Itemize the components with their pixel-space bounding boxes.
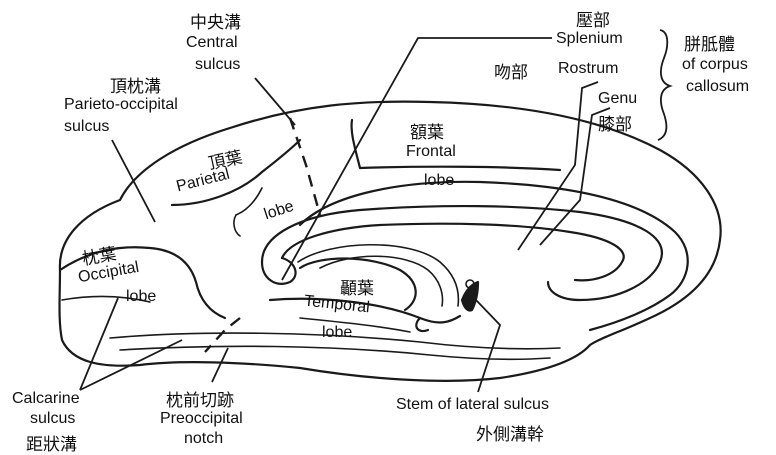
temporal-zh: 顳葉 [340, 274, 374, 299]
genu-zh: 膝部 [598, 110, 632, 135]
leader-calcarine-2 [80, 340, 182, 390]
temporal-en2: lobe [322, 324, 352, 342]
leader-preoccipital [212, 348, 228, 382]
corpus-callosum-outer [262, 206, 662, 300]
central-sulcus [290, 118, 320, 215]
lateral-stem-en: Stem of lateral sulcus [396, 396, 549, 414]
corpus-callosum-inner [282, 224, 624, 281]
leader-parieto-occipital [112, 140, 155, 222]
frontal-fold [360, 167, 560, 170]
corpus-callosum-zh: 胼胝體 [684, 30, 735, 55]
leader-calcarine-1 [80, 298, 118, 390]
parieto-occipital-en2: sulcus [64, 118, 109, 136]
splenium-zh: 壓部 [576, 6, 610, 31]
corpus-callosum-bracket [658, 30, 670, 140]
lateral-stem-zh: 外側溝幹 [476, 420, 544, 445]
parietal-small-fold-2 [234, 215, 240, 236]
parieto-occipital-zh: 頂枕溝 [110, 72, 161, 97]
corpus-callosum-en1: of corpus [682, 56, 748, 74]
frontal-en1: Frontal [406, 143, 456, 161]
central-sulcus-zh: 中央溝 [190, 8, 241, 33]
central-sulcus-en2: sulcus [195, 56, 240, 74]
preoccipital-zh: 枕前切跡 [166, 386, 234, 411]
rostrum-zh: 吻部 [494, 58, 528, 83]
genu-en: Genu [598, 90, 637, 108]
preoccipital-en2: notch [184, 430, 223, 448]
corpus-callosum-en2: callosum [686, 78, 749, 96]
calcarine-zh: 距狀溝 [26, 430, 77, 455]
lateral-sulcus-stem-shape [462, 282, 478, 311]
frontal-zh: 額葉 [410, 118, 444, 143]
parietal-small-fold [236, 188, 262, 215]
rostrum-en: Rostrum [558, 60, 618, 78]
splenium-end [262, 258, 296, 284]
temporal-line-3 [300, 318, 410, 332]
frontal-en2: lobe [424, 172, 454, 190]
calcarine-en1: Calcarine [12, 390, 80, 408]
parieto-occipital-en1: Parieto-occipital [64, 96, 178, 114]
central-sulcus-en1: Central [186, 34, 238, 52]
preoccipital-en1: Preoccipital [160, 410, 243, 428]
splenium-en: Splenium [556, 30, 623, 48]
calcarine-en2: sulcus [30, 410, 75, 428]
occipital-en2: lobe [126, 288, 156, 306]
